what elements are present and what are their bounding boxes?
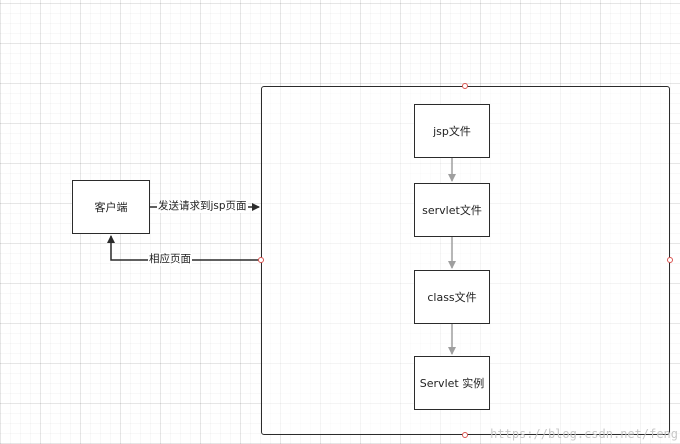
response-arrow (107, 235, 261, 261)
response-edge-label: 相应页面 (148, 253, 192, 266)
class-file-node-label: class文件 (427, 291, 477, 304)
class-file-node[interactable]: class文件 (414, 270, 490, 324)
watermark-text: https://blog.csdn.net/feng (490, 427, 678, 441)
container-handle-left[interactable] (258, 257, 264, 263)
jsp-file-node-label: jsp文件 (433, 125, 471, 138)
servlet-instance-node-label: Servlet 实例 (419, 377, 485, 390)
servlet-file-node[interactable]: servlet文件 (414, 183, 490, 237)
jsp-file-node[interactable]: jsp文件 (414, 104, 490, 158)
client-node[interactable]: 客户端 (72, 180, 150, 234)
container-handle-top[interactable] (462, 83, 468, 89)
request-edge-label: 发送请求到jsp页面 (157, 200, 248, 213)
container-handle-bottom[interactable] (462, 432, 468, 438)
servlet-file-node-label: servlet文件 (422, 204, 482, 217)
servlet-instance-node[interactable]: Servlet 实例 (414, 356, 490, 410)
client-node-label: 客户端 (94, 201, 128, 214)
container-handle-right[interactable] (667, 257, 673, 263)
